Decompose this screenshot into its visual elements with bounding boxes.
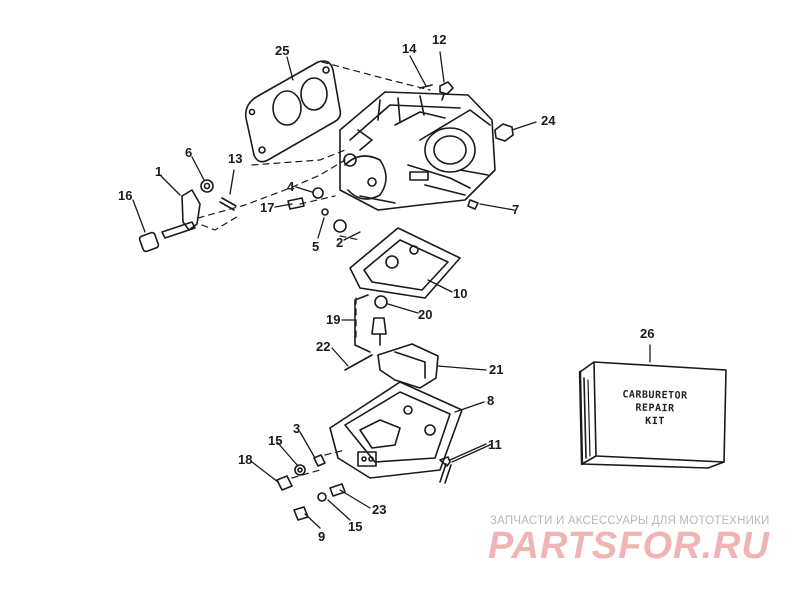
callout-11: 11: [488, 437, 502, 452]
callout-4: 4: [287, 179, 295, 194]
top-gasket-part: [244, 60, 342, 163]
linkage-parts: [138, 179, 347, 253]
callout-15-lower: 15: [348, 519, 363, 534]
callout-18: 18: [238, 452, 253, 467]
leader-lines: [132, 51, 651, 529]
callout-8: 8: [487, 393, 495, 408]
callout-23: 23: [372, 502, 387, 517]
bowl-gasket-part: [349, 227, 461, 299]
callout-14: 14: [402, 41, 417, 56]
callout-17: 17: [260, 200, 275, 215]
callout-5: 5: [312, 239, 320, 254]
callout-12: 12: [432, 32, 447, 47]
float-bowl-part: [329, 381, 463, 479]
jet-parts: [276, 454, 346, 521]
callout-19: 19: [326, 312, 341, 327]
callout-9: 9: [318, 529, 326, 544]
callout-24: 24: [541, 113, 556, 128]
callout-16: 16: [118, 188, 133, 203]
callout-25: 25: [275, 43, 290, 58]
callout-10: 10: [453, 286, 468, 301]
callout-3: 3: [293, 421, 301, 436]
callout-2: 2: [336, 235, 344, 250]
callout-6: 6: [185, 145, 193, 160]
callout-1: 1: [155, 164, 163, 179]
callout-22: 22: [316, 339, 331, 354]
nut-part: [494, 123, 514, 142]
repair-kit-box: [578, 361, 727, 469]
bowl-screw-part: [439, 456, 452, 484]
callout-7: 7: [512, 202, 520, 217]
float-part: [377, 343, 439, 389]
watermark-logo: PARTSFOR.RU: [488, 525, 770, 567]
callout-21: 21: [489, 362, 504, 377]
callout-20: 20: [418, 307, 433, 322]
assembly-lines: [197, 61, 431, 479]
callout-13: 13: [228, 151, 243, 166]
watermark-subtitle: ЗАПЧАСТИ И АКСЕССУАРЫ ДЛЯ МОТОТЕХНИКИ: [490, 515, 770, 527]
carburetor-body-part: [339, 91, 496, 211]
callout-26: 26: [640, 326, 655, 341]
callout-15-upper: 15: [268, 433, 283, 448]
float-pin-part: [354, 294, 371, 353]
